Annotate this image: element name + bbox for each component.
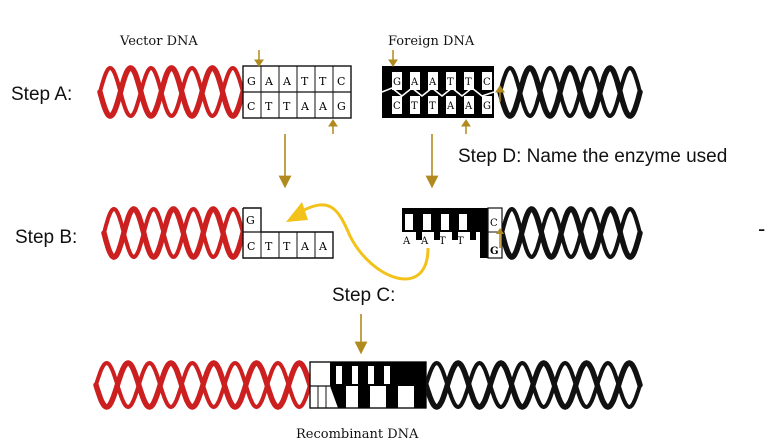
foreign-bottom-base: T	[429, 101, 436, 112]
foreign-sticky-end: A A T T C G	[402, 207, 504, 259]
vector-helix-step-b	[101, 206, 246, 260]
dash-mark: -	[758, 216, 765, 241]
foreign-bottom-base: A	[446, 101, 455, 112]
step-c-label: Step C:	[332, 285, 395, 306]
foreign-helix-step-a	[497, 65, 643, 119]
step-a-label: Step A:	[11, 84, 72, 105]
foreign-top-base: T	[447, 77, 454, 88]
process-arrows	[278, 134, 439, 355]
vector-top-base: T	[319, 75, 327, 88]
vector-bottom-base: A	[300, 100, 310, 113]
foreign-sticky-top-base: T	[457, 236, 464, 247]
helix-strand	[424, 360, 642, 410]
helix-strand	[97, 65, 246, 119]
vector-helix-step-a	[97, 65, 246, 119]
helix-strand	[102, 206, 245, 260]
foreign-bottom-base: A	[464, 101, 473, 112]
step-b-label: Step B:	[15, 227, 77, 248]
vector-bottom-base: A	[318, 100, 328, 113]
recombinant-joined-site	[309, 361, 427, 409]
vector-top-base: G	[247, 75, 256, 88]
cut-site-arrows	[254, 50, 505, 134]
helix-strand	[500, 206, 642, 260]
vector-top-base: C	[337, 75, 345, 88]
vector-top-base: A	[282, 75, 292, 88]
foreign-bottom-base: T	[411, 101, 418, 112]
foreign-bottom-base: G	[483, 101, 491, 112]
vector-bottom-base: T	[283, 100, 291, 113]
foreign-bottom-base: C	[393, 101, 401, 112]
helix-strand	[101, 206, 246, 260]
vector-bottom-base: G	[337, 100, 346, 113]
vector-sticky-end: G C T T A A	[242, 207, 334, 259]
foreign-top-base: A	[428, 77, 437, 88]
helix-strand	[499, 206, 643, 260]
vector-sticky-top-base: G	[246, 214, 255, 227]
recombinant-dna-label: Recombinant DNA	[296, 427, 419, 442]
foreign-dna-recognition-site: G A A T T C C T T A A G	[381, 66, 495, 118]
step-d-label: Step D: Name the enzyme used	[458, 146, 727, 167]
vector-sticky-bottom-base: A	[318, 240, 328, 253]
foreign-sticky-side-base: G	[490, 246, 499, 257]
insertion-curved-arrow	[286, 202, 430, 281]
foreign-top-base: A	[410, 77, 419, 88]
foreign-helix-step-b	[499, 206, 643, 260]
vector-sticky-bottom-base: T	[283, 240, 291, 253]
vector-dna-label: Vector DNA	[119, 34, 198, 49]
helix-strand	[497, 65, 643, 119]
vector-sticky-bottom-base: C	[247, 240, 255, 253]
helix-strand	[94, 360, 312, 410]
helix-strand	[98, 65, 245, 119]
vector-dna-recognition-site: G A A T T C C T T A A G	[242, 65, 352, 119]
vector-bottom-base: C	[247, 100, 255, 113]
foreign-top-base: G	[393, 77, 401, 88]
vector-top-base: T	[301, 75, 309, 88]
vector-bottom-base: T	[265, 100, 273, 113]
helix-strand	[498, 65, 642, 119]
foreign-top-base: T	[465, 77, 472, 88]
foreign-sticky-side-base: C	[490, 218, 498, 229]
vector-sticky-bottom-base: T	[265, 240, 273, 253]
foreign-helix-recombinant	[423, 360, 643, 410]
foreign-sticky-top-base: A	[402, 236, 411, 247]
foreign-dna-label: Foreign DNA	[388, 34, 475, 49]
foreign-top-base: C	[483, 77, 491, 88]
foreign-sticky-top-base: T	[439, 236, 446, 247]
vector-helix-recombinant	[93, 360, 313, 410]
foreign-sticky-top-base: A	[420, 236, 429, 247]
vector-top-base: A	[264, 75, 274, 88]
vector-sticky-bottom-base: A	[300, 240, 310, 253]
